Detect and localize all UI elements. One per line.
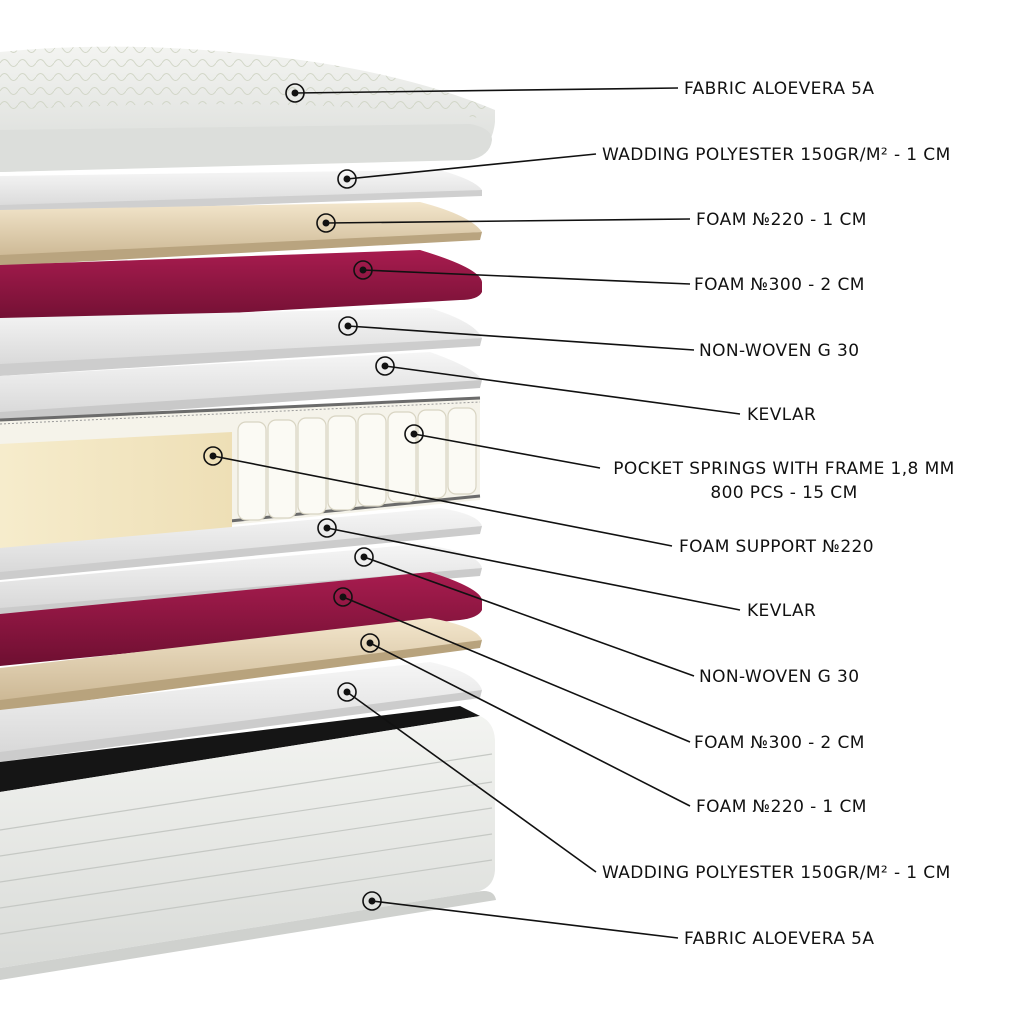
leader-lines	[212, 87, 741, 939]
layer-foam-support	[0, 432, 232, 550]
label-kevlar-bottom: KEVLAR	[747, 601, 817, 621]
marker-icon	[285, 83, 305, 103]
label-fabric-bottom: FABRIC ALOEVERA 5A	[684, 929, 875, 949]
label-foam-300-bottom: FOAM №300 - 2 CM	[694, 733, 865, 753]
label-kevlar-top: KEVLAR	[747, 405, 817, 425]
marker-icon	[337, 682, 357, 702]
marker-icon	[404, 424, 424, 444]
label-nonwoven-bottom: NON-WOVEN G 30	[699, 667, 860, 687]
layer-kevlar-top	[0, 352, 482, 422]
marker-icon	[316, 213, 336, 233]
marker-icon	[333, 587, 353, 607]
label-pocket-springs: POCKET SPRINGS WITH FRAME 1,8 MM 800 PCS…	[604, 459, 964, 503]
marker-icon	[203, 446, 223, 466]
label-pocket-springs-line2: 800 PCS - 15 CM	[710, 483, 858, 503]
label-wadding-top: WADDING POLYESTER 150GR/M² - 1 CM	[602, 145, 951, 165]
marker-icon	[362, 891, 382, 911]
label-fabric-top: FABRIC ALOEVERA 5A	[684, 79, 875, 99]
marker-icon	[375, 356, 395, 376]
label-foam-support: FOAM SUPPORT №220	[679, 537, 874, 557]
marker-icon	[317, 518, 337, 538]
layer-foam-300-bottom	[0, 572, 482, 666]
layer-nonwoven-top	[0, 308, 482, 376]
label-foam-220-bottom: FOAM №220 - 1 CM	[696, 797, 867, 817]
label-nonwoven-top: NON-WOVEN G 30	[699, 341, 860, 361]
layer-fabric-top	[0, 46, 495, 172]
marker-icon	[360, 633, 380, 653]
label-foam-220-top: FOAM №220 - 1 CM	[696, 210, 867, 230]
marker-icon	[337, 169, 357, 189]
marker-icon	[354, 547, 374, 567]
label-foam-300-top: FOAM №300 - 2 CM	[694, 275, 865, 295]
layer-fabric-bottom	[0, 706, 496, 980]
marker-icons	[203, 83, 424, 911]
layer-wadding-bottom	[0, 662, 482, 762]
layer-foam-220-top	[0, 202, 482, 266]
label-pocket-springs-line1: POCKET SPRINGS WITH FRAME 1,8 MM	[613, 459, 955, 479]
layer-kevlar-bottom	[0, 508, 482, 580]
marker-icon	[338, 316, 358, 336]
label-wadding-bottom: WADDING POLYESTER 150GR/M² - 1 CM	[602, 863, 951, 883]
marker-icon	[353, 260, 373, 280]
